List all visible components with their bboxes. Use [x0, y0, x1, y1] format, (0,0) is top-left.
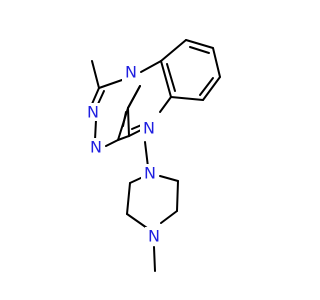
benzene-ring: [160, 39, 221, 101]
bond: [127, 107, 130, 137]
bond: [129, 176, 144, 184]
bond: [122, 111, 127, 127]
atom-label: N: [143, 119, 155, 138]
bond: [94, 119, 97, 141]
bond: [189, 46, 210, 54]
bond: [97, 90, 105, 105]
atom-label: N: [90, 138, 102, 157]
bond: [170, 96, 204, 101]
triazole-ring: [91, 79, 141, 147]
bond: [105, 139, 119, 147]
bond: [160, 60, 172, 98]
bond: [159, 175, 179, 182]
bond: [126, 182, 131, 215]
methyl-bond-bottom: [153, 246, 156, 272]
bond: [98, 79, 123, 89]
bond: [176, 180, 179, 212]
atom-label: N: [87, 103, 99, 122]
bond: [212, 47, 221, 78]
bond: [185, 39, 214, 49]
bond: [91, 87, 100, 105]
methyl-bond-top: [91, 60, 100, 89]
molecule-canvas: N N N N N N: [84, 39, 221, 272]
bond: [126, 213, 148, 229]
bond: [160, 39, 187, 62]
bond: [166, 63, 176, 92]
bond: [199, 77, 214, 96]
bond: [140, 60, 162, 73]
piperazine-ring: [126, 141, 179, 229]
bond: [127, 85, 141, 109]
atom-label: N: [125, 63, 137, 82]
molecule-drawing: N N N N N N: [84, 39, 221, 272]
bond: [117, 135, 130, 141]
atom-labels: N N N N N N: [84, 63, 163, 246]
atom-label: N: [144, 164, 156, 183]
bond: [202, 76, 221, 101]
bond: [144, 141, 149, 168]
atom-label: N: [148, 227, 160, 246]
bond: [159, 96, 172, 113]
bond: [160, 210, 178, 224]
